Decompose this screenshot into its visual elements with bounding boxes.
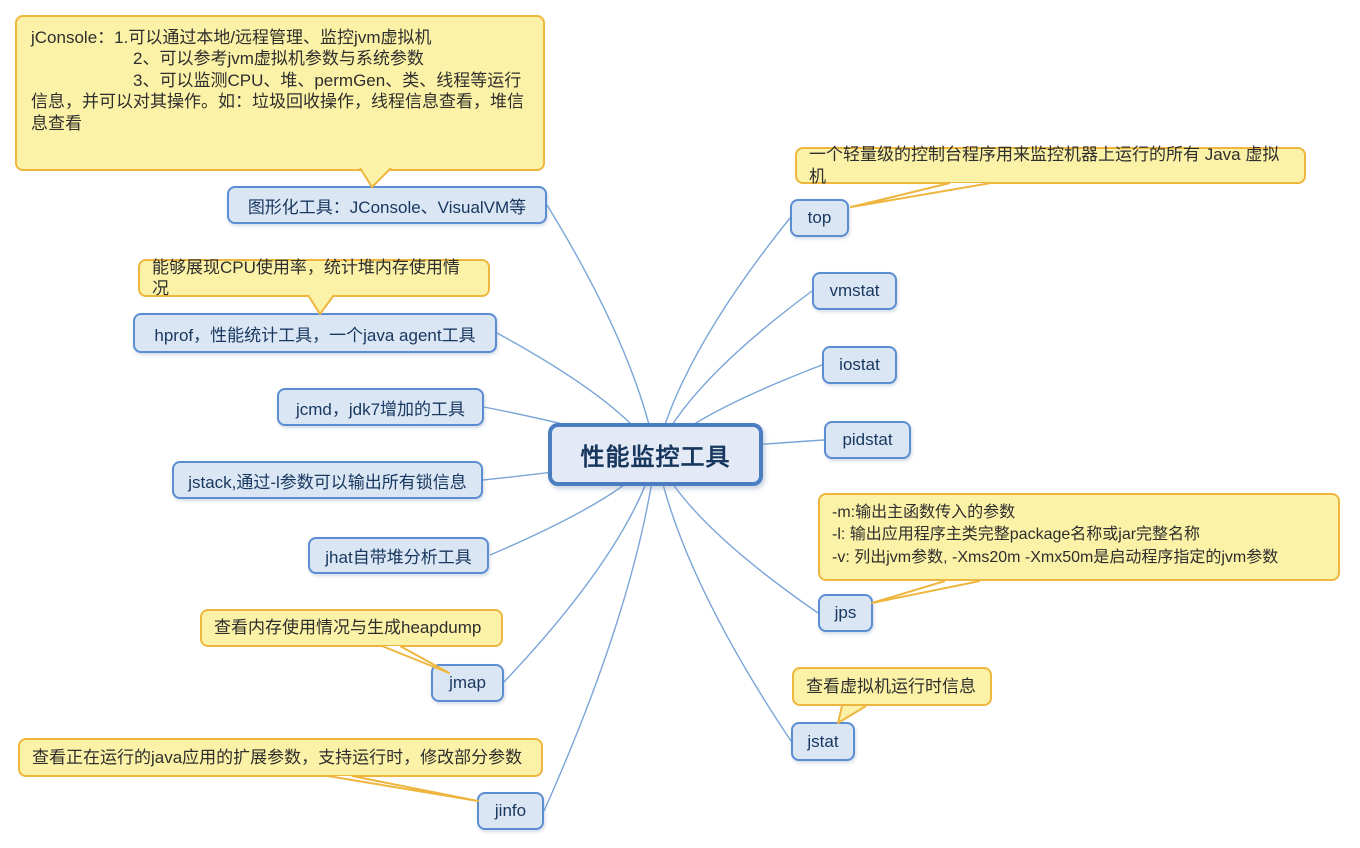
topic-jstack[interactable]: jstack,通过-l参数可以输出所有锁信息 xyxy=(172,461,483,499)
topic-jstat[interactable]: jstat xyxy=(791,722,855,761)
topic-jmap[interactable]: jmap xyxy=(431,664,504,702)
topic-graphical-tools[interactable]: 图形化工具：JConsole、VisualVM等 xyxy=(227,186,547,224)
note-jstat[interactable]: 查看虚拟机运行时信息 xyxy=(792,667,992,706)
topic-pidstat[interactable]: pidstat xyxy=(824,421,911,459)
topic-vmstat[interactable]: vmstat xyxy=(812,272,897,310)
topic-iostat[interactable]: iostat xyxy=(822,346,897,384)
note-jconsole[interactable]: jConsole：1.可以通过本地/远程管理、监控jvm虚拟机 2、可以参考jv… xyxy=(15,15,545,171)
topic-hprof[interactable]: hprof，性能统计工具，一个java agent工具 xyxy=(133,313,497,353)
topic-top[interactable]: top xyxy=(790,199,849,237)
topic-jhat[interactable]: jhat自带堆分析工具 xyxy=(308,537,489,574)
topic-jcmd[interactable]: jcmd，jdk7增加的工具 xyxy=(277,388,484,426)
note-jps[interactable]: -m:输出主函数传入的参数 -l: 输出应用程序主类完整package名称或ja… xyxy=(818,493,1340,581)
note-jmap[interactable]: 查看内存使用情况与生成heapdump xyxy=(200,609,503,647)
note-top[interactable]: 一个轻量级的控制台程序用来监控机器上运行的所有 Java 虚拟机 xyxy=(795,145,1306,186)
note-jinfo[interactable]: 查看正在运行的java应用的扩展参数，支持运行时，修改部分参数 xyxy=(18,738,543,777)
topic-jinfo[interactable]: jinfo xyxy=(477,792,544,830)
note-hprof[interactable]: 能够展现CPU使用率，统计堆内存使用情况 xyxy=(138,258,490,298)
central-topic[interactable]: 性能监控工具 xyxy=(548,423,763,486)
topic-jps[interactable]: jps xyxy=(818,594,873,632)
